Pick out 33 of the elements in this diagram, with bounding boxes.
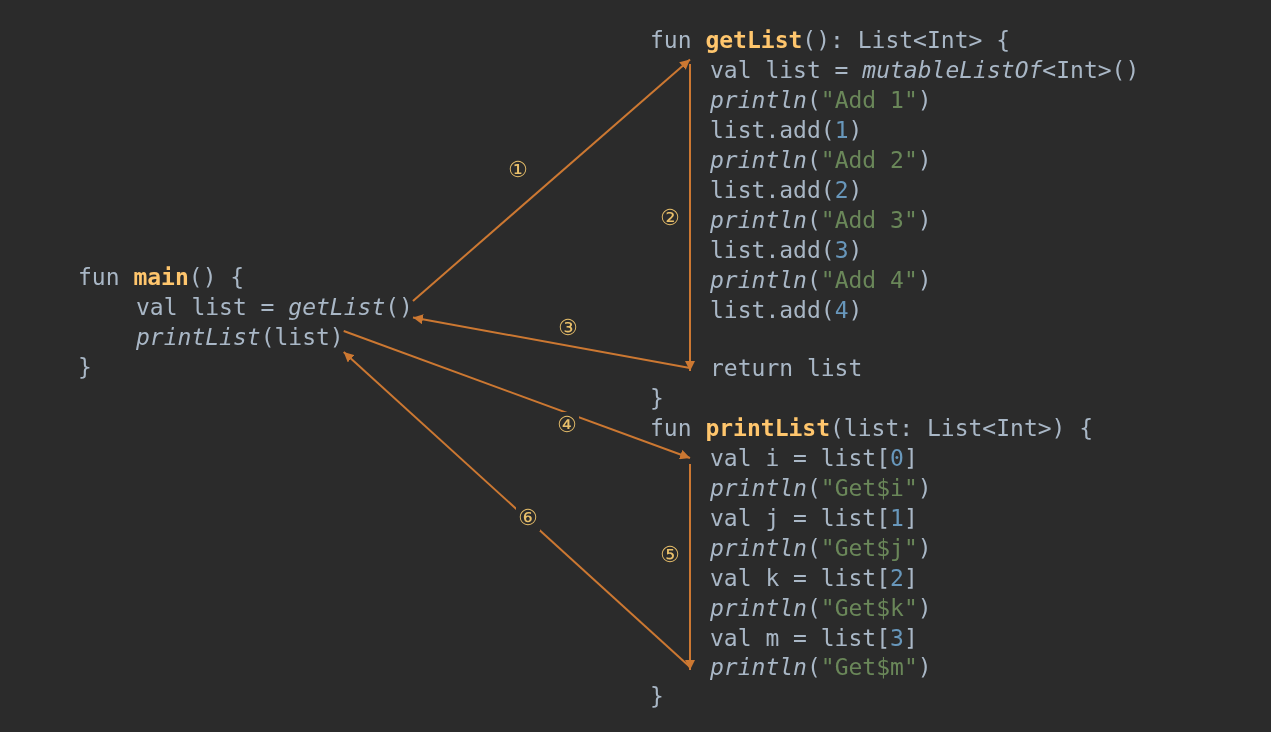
code-line: println("Get$i"): [710, 474, 932, 503]
step-number: ⑥: [516, 505, 540, 531]
code-line: val j = list[1]: [710, 504, 918, 533]
arrow: [685, 63, 695, 372]
code-line: val list = getList(): [136, 292, 413, 322]
code-line: fun printList(list: List<Int>) {: [650, 414, 1094, 443]
code-line: val k = list[2]: [710, 564, 918, 593]
arrow: [342, 330, 691, 460]
arrow: [685, 463, 695, 671]
arrow: [411, 58, 691, 302]
code-line: println("Get$j"): [710, 534, 932, 563]
code-line: printList(list): [136, 322, 344, 352]
code-line: println("Add 3"): [710, 206, 932, 235]
arrow: [342, 351, 691, 668]
code-line: list.add(3): [710, 236, 863, 265]
code-line: println("Get$m"): [690, 652, 932, 682]
code-line: println("Add 4"): [710, 266, 932, 295]
code-line: }: [650, 682, 664, 711]
code-line: list.add(1): [710, 116, 863, 145]
code-line: val m = list[3]: [710, 624, 918, 653]
code-line: list.add(4): [710, 296, 863, 325]
code-line: }: [650, 384, 664, 413]
code-line: fun main() {: [78, 263, 245, 292]
code-line: fun getList(): List<Int> {: [650, 26, 1011, 55]
code-line: }: [78, 353, 92, 382]
code-line: return list: [690, 353, 863, 383]
code-line: println("Get$k"): [710, 594, 932, 623]
code-line: println("Add 2"): [710, 146, 932, 175]
code-line: val i = list[0]: [690, 443, 918, 473]
arrow: [411, 314, 691, 369]
code-line: println("Add 1"): [710, 86, 932, 115]
code-line: val list = mutableListOf<Int>(): [690, 55, 1140, 85]
code-line: list.add(2): [710, 176, 863, 205]
